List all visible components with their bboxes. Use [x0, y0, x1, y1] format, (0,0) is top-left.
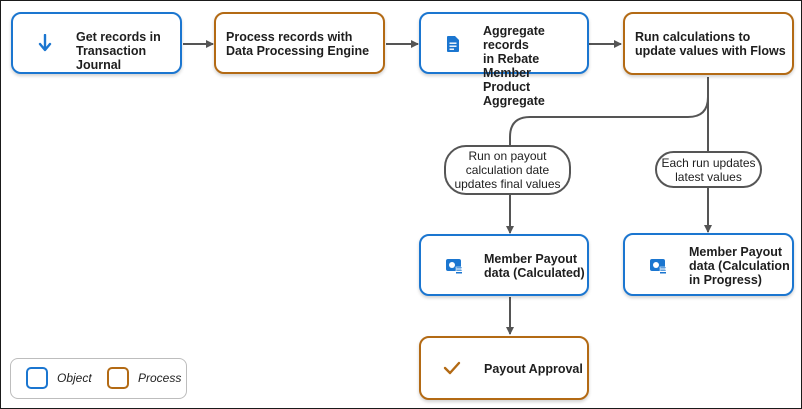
legend-object-label: Object: [57, 371, 92, 385]
get-records-label: Get records in Transaction Journal: [76, 30, 161, 72]
payout-approval-node[interactable]: Payout Approval: [419, 336, 589, 400]
document-icon: [443, 33, 463, 55]
aggregate-records-label: Aggregate records in Rebate Member Produ…: [483, 24, 545, 108]
legend-object-swatch: [26, 367, 48, 389]
process-records-node[interactable]: Process records with Data Processing Eng…: [214, 12, 385, 74]
run-calculations-node[interactable]: Run calculations to update values with F…: [623, 12, 794, 75]
checkmark-icon: [441, 358, 463, 378]
aggregate-records-node[interactable]: Aggregate records in Rebate Member Produ…: [419, 12, 589, 108]
edge-label-latest-values: Each run updates latest values: [655, 151, 762, 188]
payout-calculated-label: Member Payout data (Calculated): [484, 252, 585, 280]
payout-in-progress-label: Member Payout data (Calculation in Progr…: [689, 245, 790, 287]
payout-card-icon: [647, 256, 669, 276]
get-records-node[interactable]: Get records in Transaction Journal: [11, 12, 182, 74]
down-arrow-icon: [35, 32, 55, 54]
legend: Object Process: [10, 358, 187, 399]
edge-label-final-values: Run on payout calculation date updates f…: [444, 145, 571, 195]
payout-card-icon: [443, 256, 465, 276]
payout-in-progress-node[interactable]: Member Payout data (Calculation in Progr…: [623, 233, 794, 296]
legend-process-swatch: [107, 367, 129, 389]
payout-approval-label: Payout Approval: [484, 362, 583, 376]
branch-left-connector: [506, 77, 709, 234]
run-calculations-label: Run calculations to update values with F…: [635, 30, 786, 58]
legend-process-label: Process: [138, 371, 182, 385]
process-records-label: Process records with Data Processing Eng…: [226, 30, 370, 58]
payout-calculated-node[interactable]: Member Payout data (Calculated): [419, 234, 589, 296]
